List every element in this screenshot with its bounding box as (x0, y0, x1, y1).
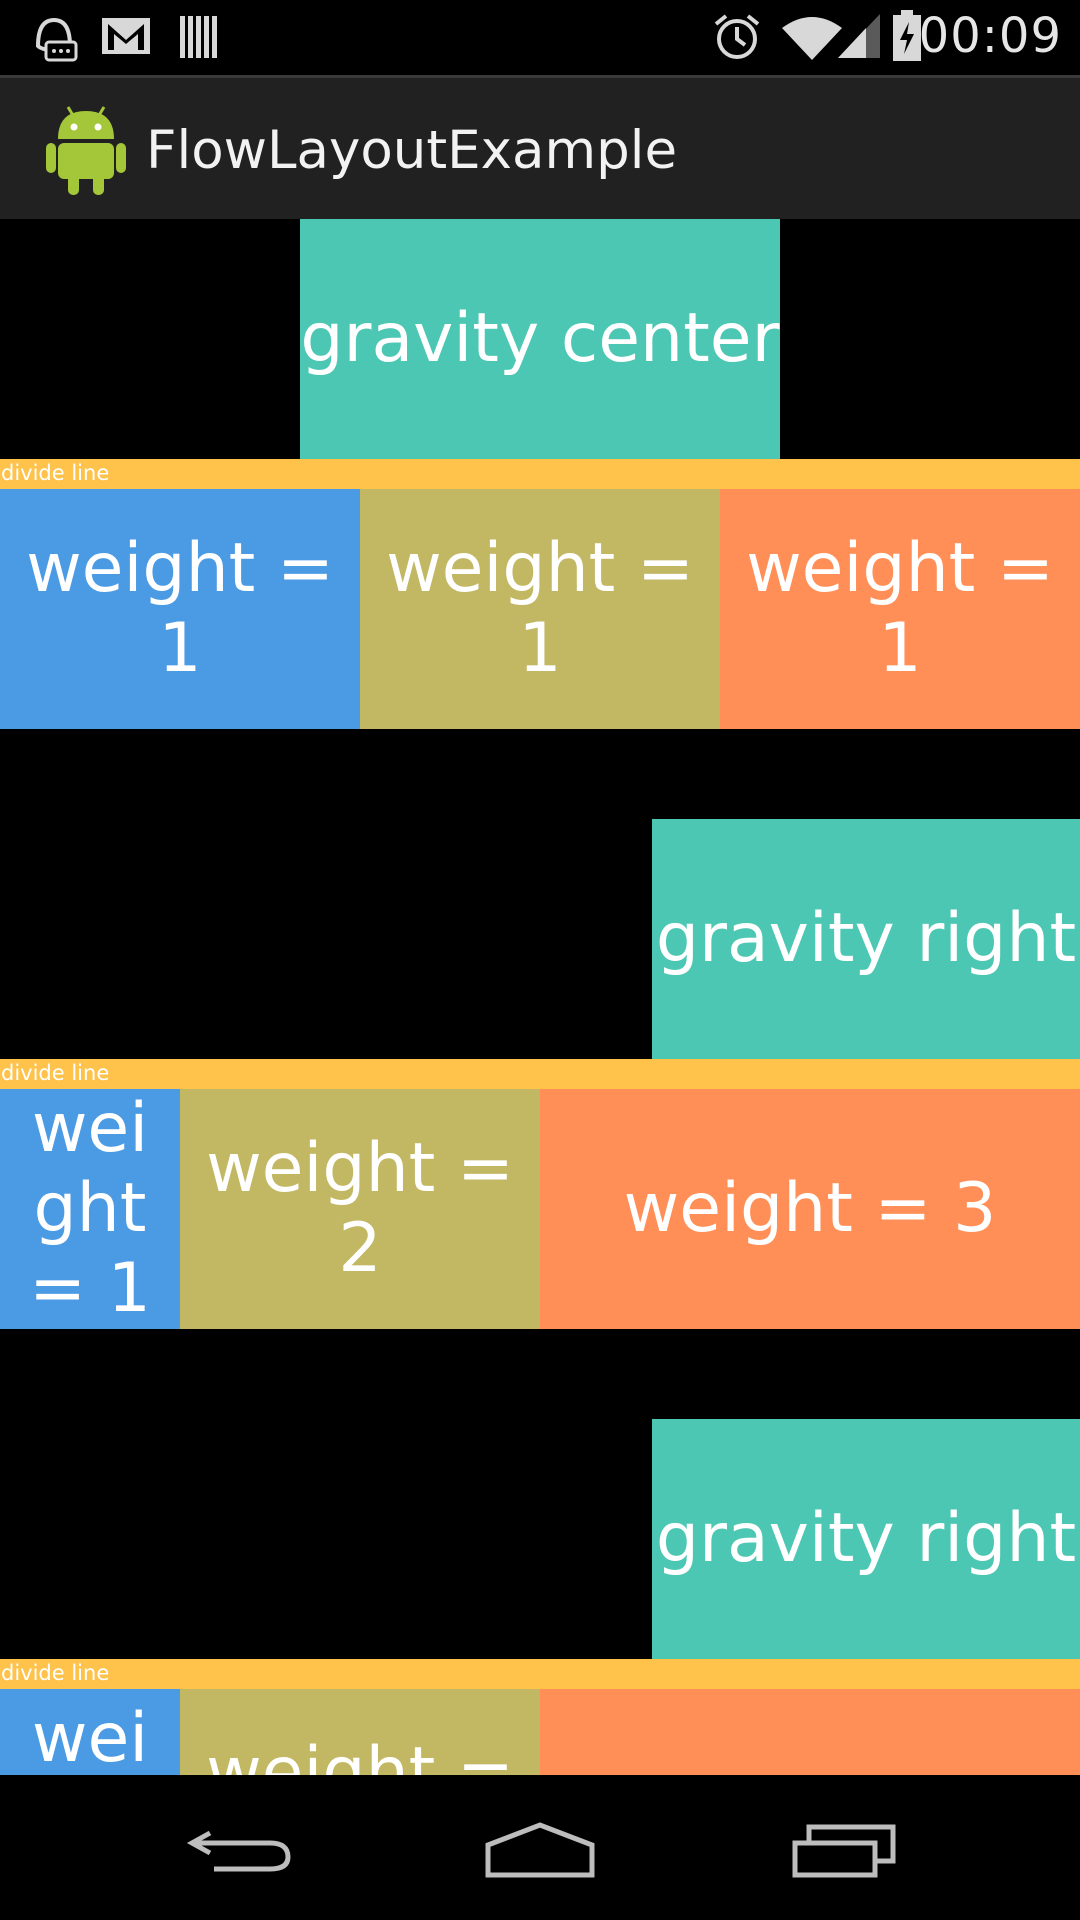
weight-1-label: wei ght = 1 (29, 1089, 151, 1328)
weight-1-box: wei ght = 1 (0, 1089, 180, 1329)
weight-1-label: wei (31, 1699, 149, 1775)
action-bar: FlowLayoutExample (0, 75, 1080, 219)
weight-2-box: weight = 2 (180, 1089, 540, 1329)
weight-1-label: weight = 1 (746, 529, 1054, 688)
weight-1-label: weight = 1 (386, 529, 694, 688)
android-robot-icon (46, 106, 126, 195)
gravity-center-box: gravity center (300, 219, 780, 459)
gravity-right-box: gravity right (652, 1419, 1080, 1659)
weight-3-label: weight = 3 (623, 1169, 997, 1248)
weight-1-box: weight = 1 (0, 489, 360, 729)
divide-line-label: divide line (1, 1661, 110, 1685)
weight-2-box: weight = (180, 1689, 540, 1775)
flow-layout-content: gravity center divide line weight = 1 we… (0, 219, 1080, 1775)
wifi-icon (782, 17, 842, 60)
gmail-icon (102, 18, 150, 54)
navigation-bar (0, 1775, 1080, 1920)
barcode-icon (180, 16, 217, 58)
weight-1-box: wei (0, 1689, 180, 1775)
divide-line: divide line (0, 1059, 1080, 1089)
weight-1-box: weight = 1 (720, 489, 1080, 729)
back-icon[interactable] (170, 1805, 310, 1895)
qq-notification-icon (35, 17, 78, 62)
divide-line-label: divide line (1, 461, 110, 485)
divide-line-label: divide line (1, 1061, 110, 1085)
recent-apps-icon[interactable] (775, 1805, 915, 1895)
weight-3-box (540, 1689, 1080, 1775)
gravity-right-label: gravity right (655, 899, 1077, 978)
weight-3-box: weight = 3 (540, 1089, 1080, 1329)
weight-1-label: weight = 1 (26, 529, 334, 688)
app-title: FlowLayoutExample (146, 120, 678, 181)
weight-1-box: weight = 1 (360, 489, 720, 729)
weight-2-label: weight = 2 (206, 1129, 514, 1288)
gravity-right-label: gravity right (655, 1499, 1077, 1578)
signal-icon (838, 14, 880, 58)
divide-line: divide line (0, 1659, 1080, 1689)
gravity-center-label: gravity center (300, 299, 780, 378)
divide-line: divide line (0, 459, 1080, 489)
alarm-icon (714, 14, 760, 59)
clock-time: 00:09 (918, 8, 1062, 64)
gravity-right-box: gravity right (652, 819, 1080, 1059)
weight-2-label: weight = (206, 1733, 514, 1775)
battery-charging-icon (893, 10, 921, 61)
status-bar: 00:09 (0, 0, 1080, 75)
home-icon[interactable] (470, 1805, 610, 1895)
